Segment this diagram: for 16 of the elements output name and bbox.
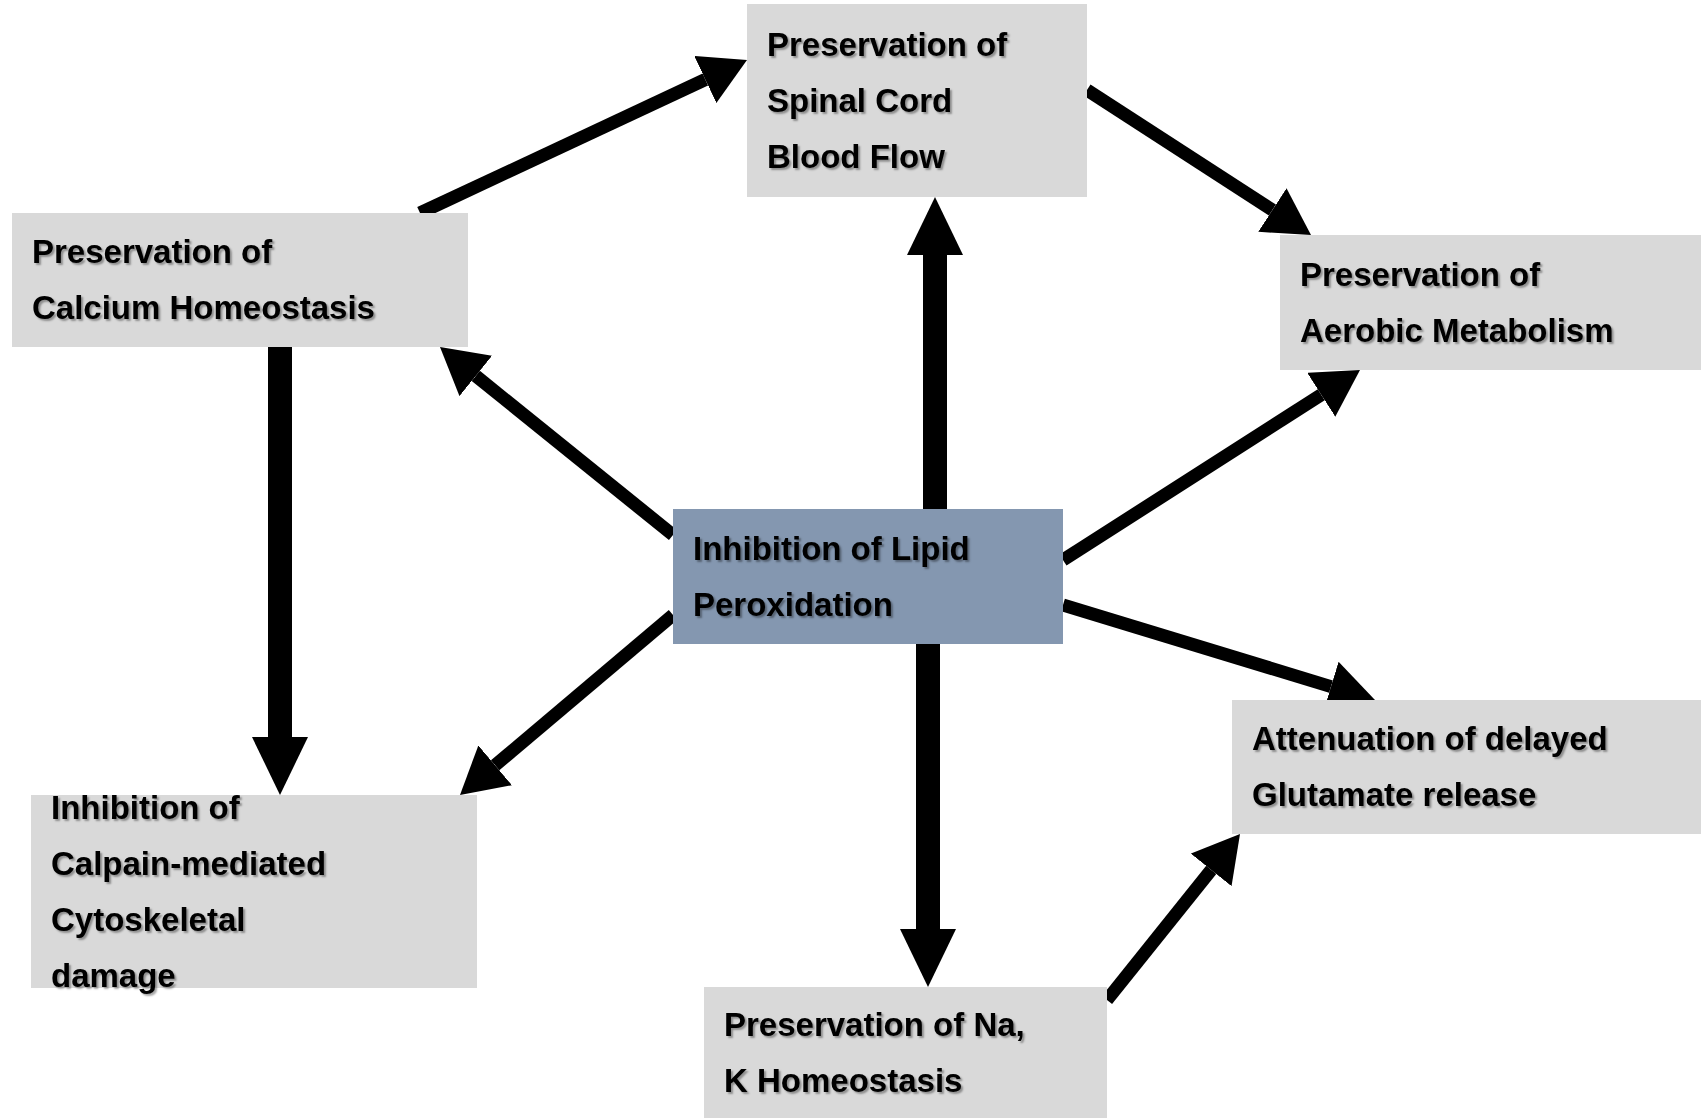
- arrow: [252, 347, 308, 795]
- process-box: [704, 987, 1107, 1118]
- box-text: Preservation of Na, K Homeostasis: [724, 1004, 1026, 1101]
- box-text: Preservation of Aerobic Metabolism: [1300, 254, 1615, 351]
- box-text: Preservation of Spinal Cord Blood Flow: [767, 24, 1009, 177]
- box-text: Attenuation of delayed Glutamate release: [1252, 719, 1609, 815]
- process-box: [12, 213, 468, 347]
- process-box: [673, 509, 1063, 644]
- box-text: Inhibition of Lipid Peroxidation: [693, 528, 971, 625]
- process-box: [747, 4, 1087, 197]
- box-text: Preservation of Calcium Homeostasis: [32, 232, 376, 328]
- arrow: [907, 197, 963, 509]
- arrow: [900, 644, 956, 987]
- process-box: [1280, 235, 1701, 370]
- process-box: [1232, 700, 1701, 834]
- box-text: Inhibition of Calpain-mediated Cytoskeletal damage: [51, 787, 328, 996]
